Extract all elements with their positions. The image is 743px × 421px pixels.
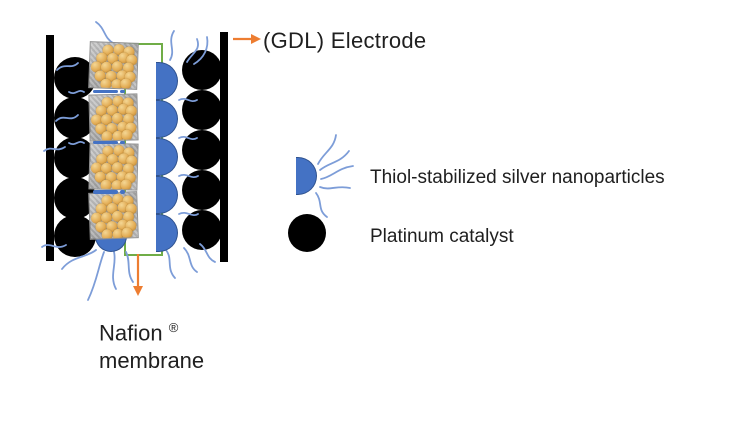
thiol-connector-segment bbox=[120, 190, 125, 194]
thiol-connector-segment bbox=[93, 190, 118, 194]
nafion-name: Nafion bbox=[99, 320, 163, 346]
thiol-chain-squiggle bbox=[315, 192, 328, 218]
thiol-chain-squiggle bbox=[61, 249, 97, 270]
legend-platinum-label: Platinum catalyst bbox=[370, 226, 514, 247]
legend-silver-label: Thiol-stabilized silver nanoparticles bbox=[370, 167, 665, 188]
thiol-chain-squiggle bbox=[193, 36, 209, 65]
thiol-chain-squiggle bbox=[41, 244, 67, 248]
nafion-line2: membrane bbox=[99, 348, 205, 374]
platinum-catalyst-circle bbox=[182, 90, 222, 130]
registered-trademark-symbol: ® bbox=[168, 320, 179, 335]
platinum-catalyst-circle bbox=[182, 130, 222, 170]
thiol-connector-segment bbox=[93, 140, 118, 144]
thiol-chain-squiggle bbox=[319, 150, 350, 171]
thiol-connector-segment bbox=[120, 140, 125, 144]
thiol-chain-squiggle bbox=[320, 165, 354, 180]
thiol-chain-squiggle bbox=[178, 173, 199, 179]
thiol-chain-squiggle bbox=[178, 97, 198, 103]
thiol-chain-squiggle bbox=[319, 186, 351, 190]
nafion-membrane-label: Nafion ® membrane bbox=[99, 314, 204, 375]
thiol-chain-squiggle bbox=[55, 114, 79, 122]
thiol-chain-squiggle bbox=[125, 251, 134, 283]
thiol-connector-segment bbox=[93, 89, 118, 93]
thiol-chain-squiggle bbox=[169, 30, 175, 61]
thiol-chain-squiggle bbox=[186, 38, 199, 63]
thiol-chain-squiggle bbox=[178, 211, 199, 217]
thiol-chain-squiggle bbox=[68, 89, 85, 95]
thiol-connector-segment bbox=[120, 89, 125, 93]
platinum-catalyst-icon bbox=[288, 214, 326, 252]
gdl-electrode-arrow bbox=[233, 34, 261, 44]
thiol-chain-squiggle bbox=[317, 134, 337, 165]
thiol-chain-squiggle bbox=[165, 249, 176, 279]
thiol-chain-squiggle bbox=[112, 251, 117, 290]
nafion-membrane-arrow bbox=[133, 254, 143, 296]
thiol-chain-squiggle bbox=[199, 243, 216, 263]
platinum-catalyst-circle bbox=[182, 210, 222, 250]
thiol-chain-squiggle bbox=[183, 247, 198, 273]
thiol-chain-squiggle bbox=[68, 140, 85, 146]
gdl-electrode-label: (GDL) Electrode bbox=[263, 28, 427, 53]
thiol-chain-squiggle bbox=[87, 251, 105, 301]
right-electrode-bar bbox=[220, 32, 228, 262]
thiol-chain-squiggle bbox=[43, 146, 66, 152]
thiol-chain-squiggle bbox=[56, 62, 79, 71]
thiol-chain-squiggle bbox=[178, 135, 198, 141]
